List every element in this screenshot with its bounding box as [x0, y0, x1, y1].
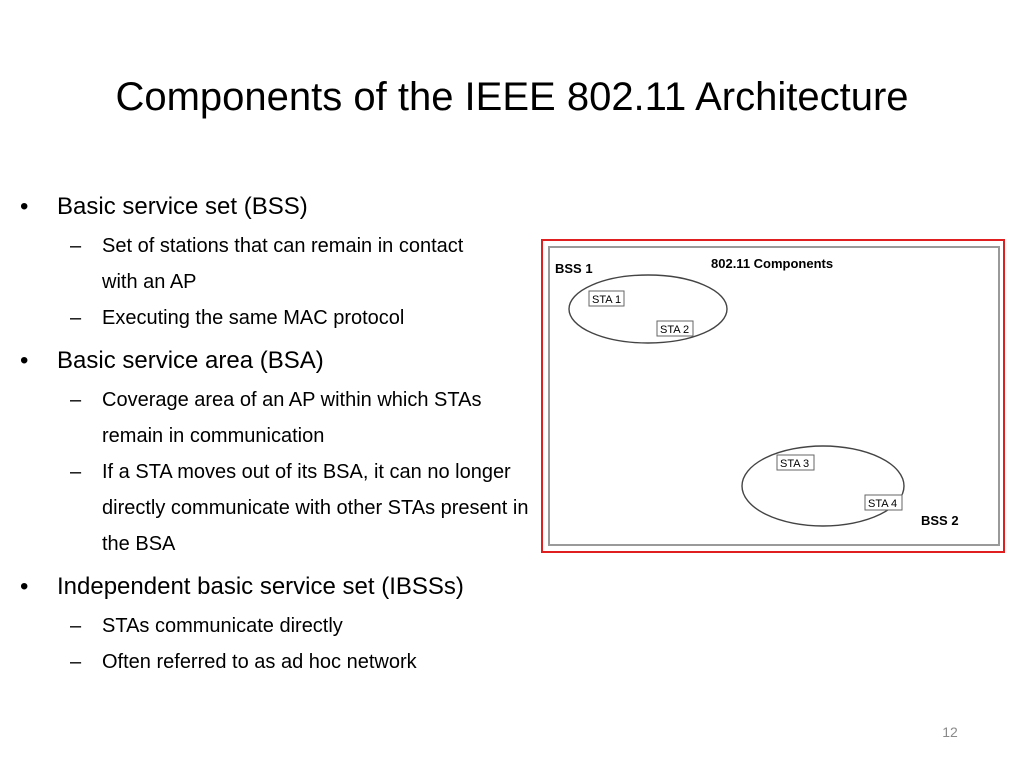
bullet-item-ibss: • Independent basic service set (IBSSs) …: [20, 570, 530, 680]
bullet-dot-icon: •: [20, 193, 29, 220]
sub-item: – Set of stations that can remain in con…: [20, 228, 530, 300]
bullet-text: Basic service set (BSS): [57, 193, 308, 220]
sta3-label: STA 3: [780, 458, 809, 470]
dash-icon: –: [70, 307, 82, 329]
sta4-box: [864, 494, 903, 511]
sta2-label: STA 2: [660, 324, 689, 336]
sub-item-text: Often referred to as ad hoc network: [102, 651, 417, 673]
page-number: 12: [942, 724, 958, 740]
dash-icon: –: [70, 235, 82, 257]
sub-list: – STAs communicate directly – Often refe…: [57, 608, 530, 680]
bullet-item-bss: • Basic service set (BSS) – Set of stati…: [20, 190, 530, 336]
bullet-dot-icon: •: [20, 573, 29, 600]
sta2-box: [656, 320, 694, 337]
sta1-box: [588, 290, 625, 307]
bullet-item-bsa: • Basic service area (BSA) – Coverage ar…: [20, 344, 530, 562]
bullet-text: Independent basic service set (IBSSs): [57, 573, 464, 600]
dash-icon: –: [70, 461, 82, 483]
bss2-label: BSS 2: [921, 513, 959, 528]
bss-diagram: 802.11 Components BSS 1 STA 1 STA 2 BSS …: [548, 246, 1000, 546]
sub-item-text: Coverage area of an AP within which STAs…: [102, 389, 482, 447]
bss1-label: BSS 1: [555, 261, 593, 276]
dash-icon: –: [70, 651, 82, 673]
sub-item: – Coverage area of an AP within which ST…: [20, 382, 530, 454]
bullet-list: • Basic service set (BSS) – Set of stati…: [20, 190, 530, 688]
sub-item: – Executing the same MAC protocol: [20, 300, 530, 336]
slide-title: Components of the IEEE 802.11 Architectu…: [115, 75, 909, 119]
sub-item-text: Executing the same MAC protocol: [102, 307, 405, 329]
sub-item: – STAs communicate directly: [20, 608, 530, 644]
diagram-frame: 802.11 Components BSS 1 STA 1 STA 2 BSS …: [541, 239, 1005, 553]
sub-item: – If a STA moves out of its BSA, it can …: [20, 454, 530, 562]
diagram-title: 802.11 Components: [711, 256, 833, 271]
bss1-ellipse: [568, 274, 728, 344]
sta3-box: [776, 454, 815, 471]
bullet-dot-icon: •: [20, 347, 29, 374]
sub-list: – Coverage area of an AP within which ST…: [57, 382, 530, 562]
bss2-ellipse: [741, 445, 905, 527]
sta1-label: STA 1: [592, 294, 621, 306]
sub-item-text: Set of stations that can remain in conta…: [102, 235, 464, 293]
sub-list: – Set of stations that can remain in con…: [57, 228, 530, 336]
sta4-label: STA 4: [868, 498, 897, 510]
bullet-text: Basic service area (BSA): [57, 347, 324, 374]
dash-icon: –: [70, 615, 82, 637]
dash-icon: –: [70, 389, 82, 411]
sub-item-text: STAs communicate directly: [102, 615, 343, 637]
sub-item-text: If a STA moves out of its BSA, it can no…: [102, 461, 529, 555]
sub-item: – Often referred to as ad hoc network: [20, 644, 530, 680]
